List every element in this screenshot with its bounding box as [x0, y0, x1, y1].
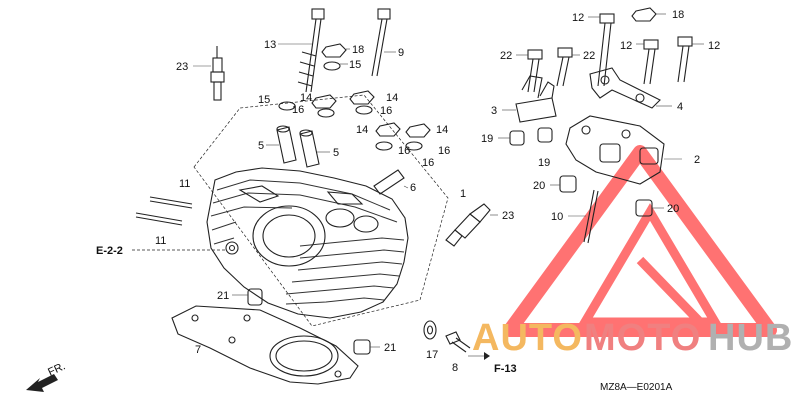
watermark-text-moto: MOTO [584, 317, 701, 359]
callout-21: 21 [217, 290, 229, 302]
callout-16: 16 [380, 105, 392, 117]
callout-7: 7 [195, 344, 201, 356]
logo-triangle-inner [577, 203, 723, 327]
stud-bolt-11-upper [149, 196, 193, 209]
bolt-13 [278, 8, 325, 93]
collar-19-right [537, 127, 553, 143]
cylinder-head-gasket [171, 305, 359, 385]
nut-14-mid [349, 90, 375, 105]
callout-14: 14 [436, 124, 448, 136]
callout-5: 5 [333, 147, 339, 159]
callout-20: 20 [533, 180, 545, 192]
callout-18: 18 [672, 9, 684, 21]
bolt-22-left [516, 49, 543, 93]
pipe-6 [373, 169, 409, 195]
callout-17: 17 [426, 349, 438, 361]
bolt-22-right [556, 47, 580, 87]
watermark-text-hub: HUB [708, 317, 793, 359]
spark-plug-left [193, 46, 225, 101]
reference-f13: F-13 [494, 363, 517, 375]
callout-15: 15 [349, 59, 361, 71]
bolt-9 [371, 8, 396, 77]
holder-3 [502, 75, 557, 123]
callout-14: 14 [300, 92, 312, 104]
logo-triangle-outer [503, 145, 777, 337]
reference-e22: E-2-2 [96, 245, 123, 257]
nut-18-right [631, 7, 666, 22]
callout-11: 11 [179, 178, 190, 190]
logo-triangle-slash [636, 256, 704, 326]
callout-5: 5 [258, 140, 264, 152]
callout-18: 18 [352, 44, 364, 56]
watermark-text: AUTO MOTO HUB [472, 317, 793, 359]
automotohub-logo-triangle [503, 145, 777, 337]
bolt-12-right [677, 36, 704, 83]
collar-20-right [635, 199, 664, 217]
nut-14-lower [375, 122, 401, 137]
nut-14-left [311, 94, 337, 109]
watermark-text-auto: AUTO [472, 317, 583, 359]
callout-16: 16 [292, 104, 304, 116]
diagram-code: MZ8A—E0201A [600, 382, 673, 393]
callout-16: 16 [398, 145, 410, 157]
callout-1: 1 [460, 188, 466, 200]
callout-6: 6 [410, 182, 416, 194]
rocker-holder-2 [565, 115, 682, 185]
callout-22: 22 [500, 50, 512, 62]
plate-4 [589, 67, 672, 109]
callout-10: 10 [551, 211, 563, 223]
collar-21-right [353, 339, 380, 355]
dowel-pin-5-left [266, 125, 297, 164]
callout-20: 20 [667, 203, 679, 215]
callout-19: 19 [481, 133, 493, 145]
callout-3: 3 [491, 105, 497, 117]
collar-21-left [232, 288, 263, 306]
callout-2: 2 [694, 154, 700, 166]
callout-12: 12 [572, 12, 584, 24]
callout-19: 19 [538, 157, 550, 169]
callout-21: 21 [384, 342, 396, 354]
bolt-12-mid [636, 39, 659, 85]
stud-10 [568, 189, 599, 244]
front-marker-label: FR. [46, 360, 67, 378]
spark-plug-right [445, 203, 498, 247]
callout-12: 12 [708, 40, 720, 52]
callout-14: 14 [386, 92, 398, 104]
bolt-8 [445, 331, 471, 353]
washer-16-right [405, 141, 423, 151]
cylinder-head [206, 167, 409, 319]
callout-11: 11 [155, 235, 166, 247]
stud-bolt-11-lower [135, 212, 183, 226]
callout-8: 8 [452, 362, 458, 374]
callout-4: 4 [677, 101, 683, 113]
nut-14-right [405, 123, 431, 138]
callout-15: 15 [258, 94, 270, 106]
washer-16-left [317, 108, 335, 118]
callout-23: 23 [502, 210, 514, 222]
washer-17 [423, 320, 437, 340]
collar-19-left [498, 130, 525, 146]
callout-22: 22 [583, 50, 595, 62]
washer-15-lower [278, 101, 296, 111]
collar-20-left [550, 175, 577, 193]
callout-23: 23 [176, 61, 188, 73]
callout-12: 12 [620, 40, 632, 52]
washer-15-upper [323, 61, 348, 71]
nut-18-left [321, 43, 350, 58]
callout-16: 16 [422, 157, 434, 169]
callout-13: 13 [264, 39, 276, 51]
callout-9: 9 [398, 47, 404, 59]
front-direction-icon [26, 374, 58, 392]
washer-16-mid [355, 105, 373, 115]
cylinder-head-outline [193, 94, 449, 327]
callout-14: 14 [356, 124, 368, 136]
reference-f13-arrowhead [484, 352, 490, 360]
callout-16: 16 [438, 145, 450, 157]
washer-16-lower [375, 141, 393, 151]
dowel-pin-5-right [299, 129, 330, 168]
